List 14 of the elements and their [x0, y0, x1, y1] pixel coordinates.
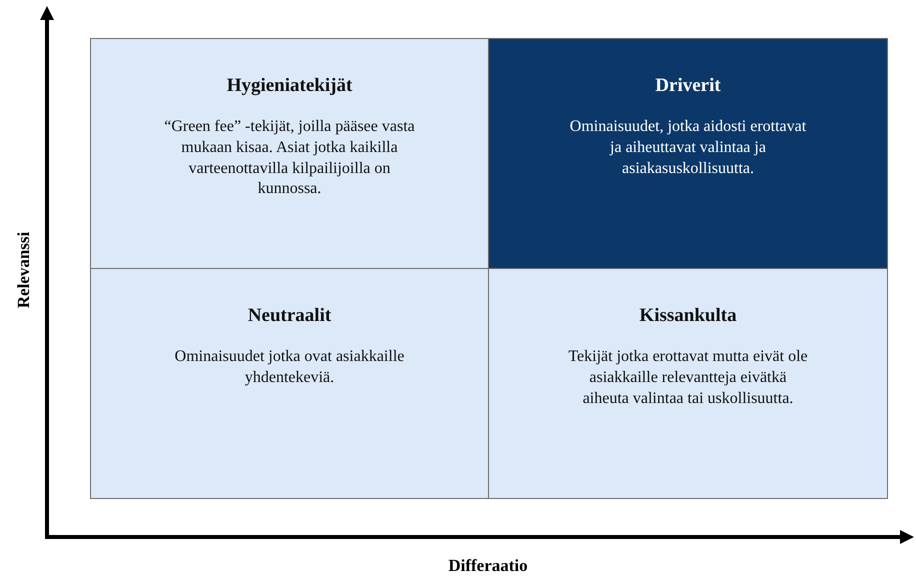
quadrant-title: Driverit — [655, 75, 721, 97]
quadrant-box — [90, 38, 489, 269]
quadrant-title: Hygieniatekijät — [226, 75, 352, 97]
axis-label: Differaatio — [448, 556, 528, 576]
quadrant-description: Tekijät jotka erottavat mutta eivät ole asiakkaille relevantteja eivätkä aiheuta valintaa tai uskollisuutta. — [567, 347, 809, 409]
quadrant-box — [90, 268, 489, 499]
quadrant-description: Ominaisuudet, jotka aidosti erottavat ja aiheuttavat valintaa ja asiakasuskollisuutta. — [568, 117, 808, 179]
quadrant-description: “Green fee” -tekijät, joilla pääsee vasta mukaan kisaa. Asiat jotka kaikilla varteenottavilla kilpailijoilla on kunnossa. — [163, 117, 416, 200]
quadrant-box — [488, 38, 888, 269]
quadrant-description: Ominaisuudet jotka ovat asiakkaille yhdentekeviä. — [174, 347, 406, 388]
quadrant-title: Neutraalit — [248, 305, 332, 327]
quadrant-title: Kissankulta — [639, 305, 737, 327]
axis-label: Relevanssi — [14, 232, 34, 308]
quadrant-box — [488, 268, 888, 499]
